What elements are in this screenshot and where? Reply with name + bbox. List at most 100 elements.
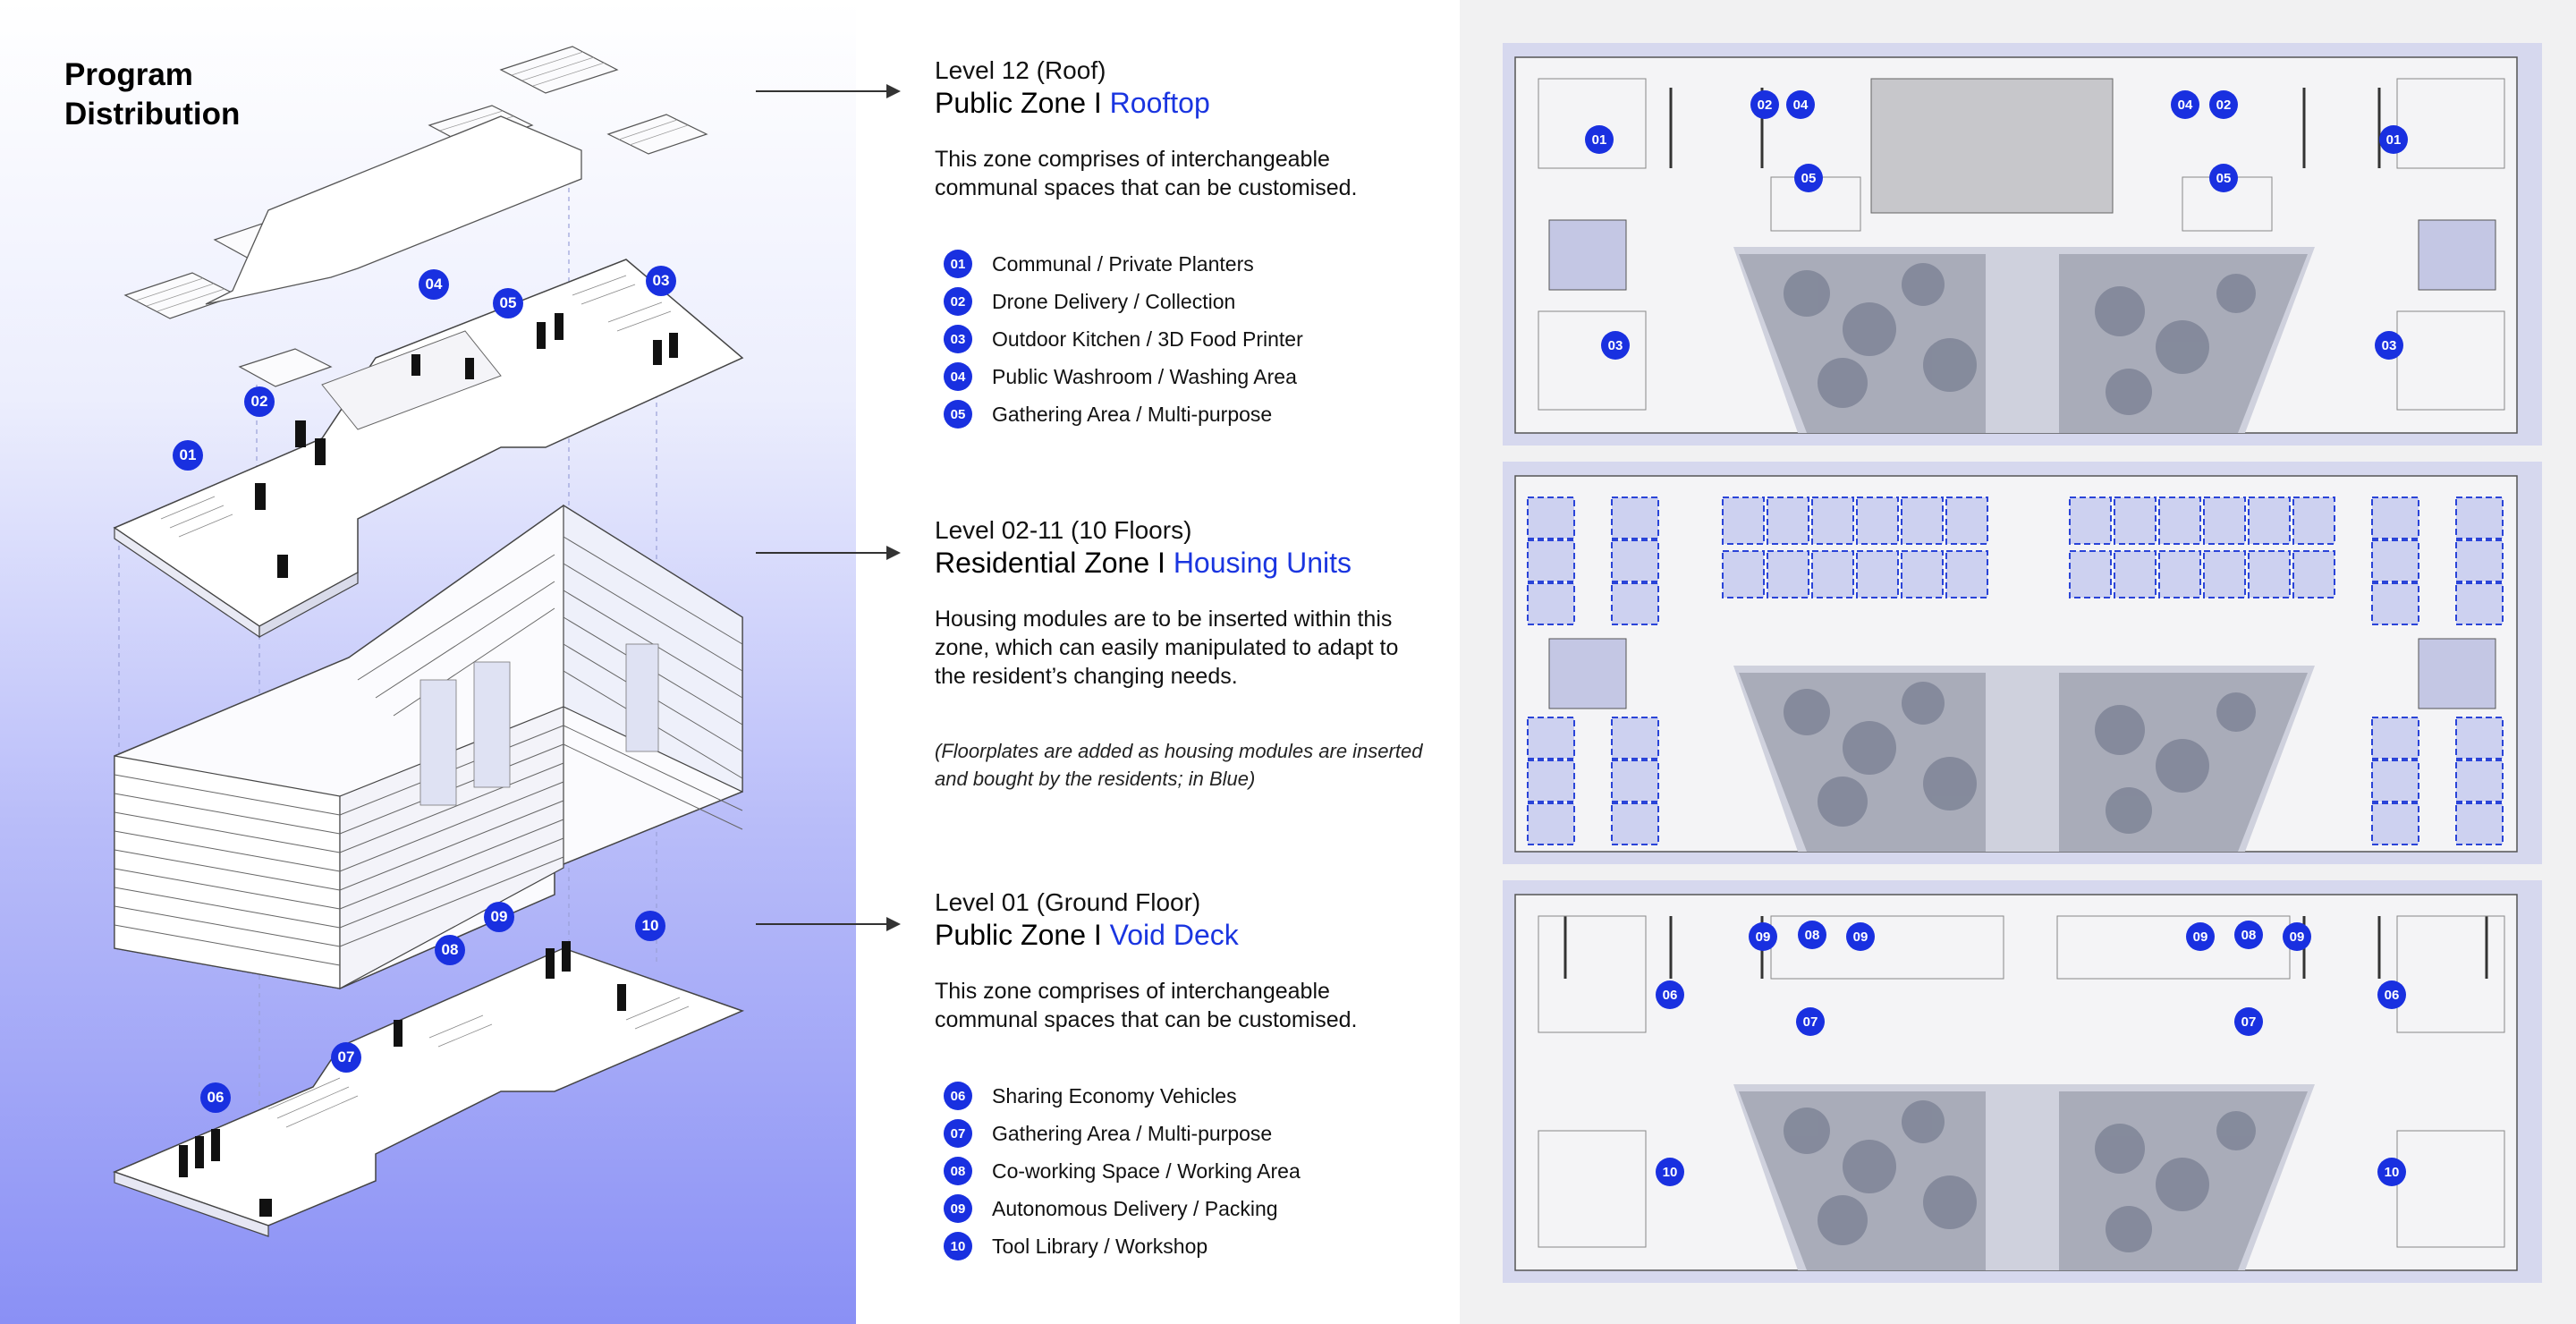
housing-module <box>2371 582 2419 625</box>
roof-plan-drawing <box>1503 43 2542 446</box>
zone-roof: Level 12 (Roof) Public Zone I Rooftop Th… <box>935 55 1436 433</box>
housing-module <box>2455 802 2504 845</box>
housing-module <box>2371 802 2419 845</box>
housing-module <box>1527 717 1575 760</box>
housing-module <box>2371 717 2419 760</box>
ground-plan-badge: 07 <box>1796 1007 1825 1036</box>
legend-label: Gathering Area / Multi-purpose <box>992 1121 1273 1145</box>
housing-module <box>2158 550 2201 598</box>
housing-module <box>1811 550 1854 598</box>
ground-plan-badge: 09 <box>2283 922 2311 951</box>
axo-badge-07: 07 <box>331 1042 361 1073</box>
legend-item: 03 Outdoor Kitchen / 3D Food Printer <box>944 320 1436 358</box>
zone-separator: I <box>1093 919 1102 951</box>
housing-module <box>2455 539 2504 582</box>
housing-module <box>2203 550 2246 598</box>
legend-badge: 04 <box>944 362 972 391</box>
legend-label: Public Washroom / Washing Area <box>992 364 1297 388</box>
roof-plan-badge: 02 <box>1750 90 1779 119</box>
axo-badge-05: 05 <box>493 288 523 318</box>
housing-module <box>1945 550 1988 598</box>
zone-level: Level 01 (Ground Floor) <box>935 888 1201 916</box>
housing-module <box>2371 539 2419 582</box>
housing-module <box>1611 496 1659 539</box>
axo-badge-10: 10 <box>635 911 665 941</box>
ground-plan-badge: 06 <box>2377 980 2406 1009</box>
zone-description: This zone comprises of interchangeable c… <box>935 147 1358 200</box>
roof-plan-badge: 05 <box>2209 164 2238 192</box>
housing-module <box>2455 496 2504 539</box>
housing-module <box>1901 550 1944 598</box>
housing-module <box>1856 496 1899 545</box>
zone-subtitle: Rooftop <box>1109 87 1210 119</box>
zone-ground: Level 01 (Ground Floor) Public Zone I Vo… <box>935 887 1436 1265</box>
arrow-to-roof <box>756 84 901 98</box>
roof-plan-badge: 04 <box>1786 90 1815 119</box>
legend-label: Drone Delivery / Collection <box>992 289 1236 313</box>
housing-module <box>2371 496 2419 539</box>
zone-name: Residential Zone <box>935 547 1150 579</box>
ground-plan-badge: 09 <box>1749 922 1777 951</box>
legend-badge: 02 <box>944 287 972 316</box>
legend-label: Gathering Area / Multi-purpose <box>992 402 1273 426</box>
legend-label: Outdoor Kitchen / 3D Food Printer <box>992 327 1303 351</box>
ground-plan-badge: 06 <box>1656 980 1684 1009</box>
zone-residential: Level 02-11 (10 Floors) Residential Zone… <box>935 515 1436 793</box>
zone-subtitle: Housing Units <box>1173 547 1352 579</box>
housing-module <box>1611 717 1659 760</box>
housing-module <box>1901 496 1944 545</box>
housing-module <box>2069 496 2112 545</box>
ground-floorplate <box>112 941 745 1237</box>
residential-plan-drawing <box>1503 462 2542 864</box>
roof-plan-badge: 05 <box>1794 164 1823 192</box>
axo-badge-02: 02 <box>244 386 275 417</box>
residential-plan <box>1503 462 2542 864</box>
ground-plan-badge: 09 <box>1846 922 1875 951</box>
residential-block <box>114 504 743 990</box>
legend-badge: 10 <box>944 1232 972 1260</box>
axonometric-panel: Program Distribution 01 02 03 04 05 06 0… <box>0 0 856 1324</box>
legend-badge: 08 <box>944 1157 972 1185</box>
zone-separator: I <box>1093 87 1102 119</box>
housing-module <box>2114 496 2157 545</box>
roof-plan-badge: 02 <box>2209 90 2238 119</box>
housing-module <box>1527 539 1575 582</box>
ground-plan-drawing <box>1503 880 2542 1283</box>
axo-badge-09: 09 <box>484 902 514 932</box>
housing-module <box>1811 496 1854 545</box>
housing-module <box>2371 760 2419 802</box>
housing-module <box>1767 496 1809 545</box>
housing-module <box>1945 496 1988 545</box>
housing-modules <box>1527 496 2504 845</box>
housing-module <box>1611 539 1659 582</box>
rooftop-floorplate <box>113 259 744 639</box>
arrow-to-ground <box>756 917 901 931</box>
ground-plan-badge: 07 <box>2234 1007 2263 1036</box>
roof-plan-badge: 03 <box>1601 331 1630 360</box>
housing-module <box>1767 550 1809 598</box>
housing-module <box>1611 802 1659 845</box>
legend-label: Tool Library / Workshop <box>992 1234 1208 1258</box>
ground-plan-badge: 10 <box>1656 1158 1684 1186</box>
ground-plan-badge: 08 <box>2234 921 2263 949</box>
legend-badge: 01 <box>944 250 972 278</box>
axo-badge-06: 06 <box>200 1082 231 1113</box>
legend-badge: 06 <box>944 1082 972 1110</box>
arrow-to-residential <box>756 546 901 560</box>
axo-badge-08: 08 <box>435 935 465 965</box>
legend-item: 02 Drone Delivery / Collection <box>944 283 1436 320</box>
housing-module <box>2248 496 2291 545</box>
legend-item: 10 Tool Library / Workshop <box>944 1227 1436 1265</box>
zone-name: Public Zone <box>935 919 1086 951</box>
axo-badge-01: 01 <box>173 440 203 471</box>
legend-item: 04 Public Washroom / Washing Area <box>944 358 1436 395</box>
ground-plan-badge: 10 <box>2377 1158 2406 1186</box>
legend-badge: 03 <box>944 325 972 353</box>
roof-plan-badge: 04 <box>2171 90 2199 119</box>
